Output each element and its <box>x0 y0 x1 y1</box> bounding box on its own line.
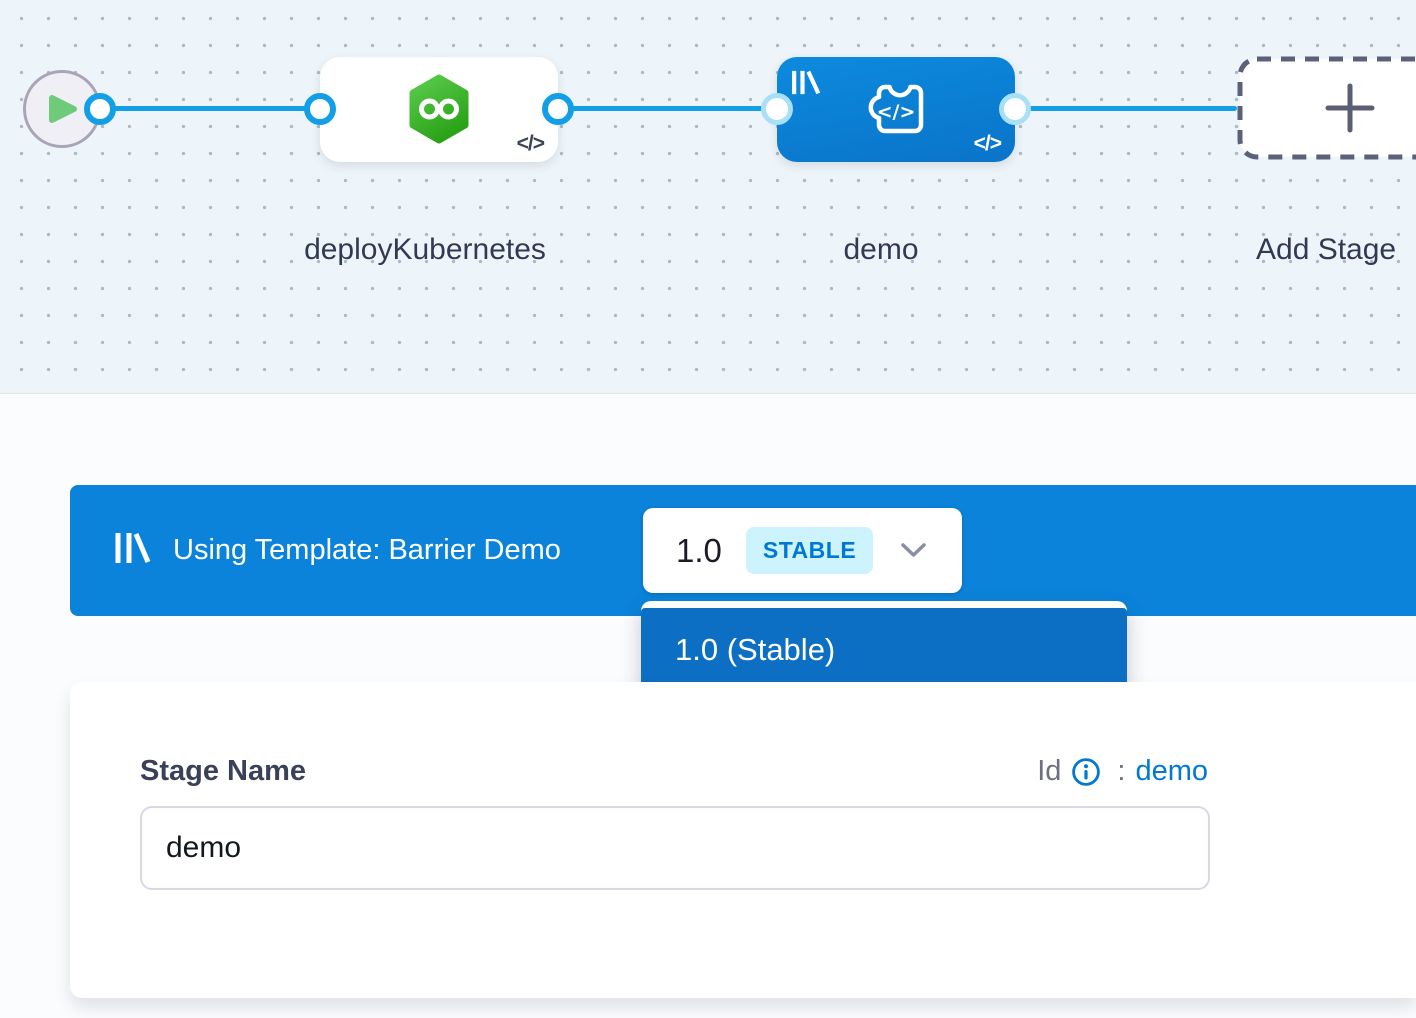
version-number: 1.0 <box>676 531 722 569</box>
stage-node-deploykubernetes[interactable]: </> <box>320 57 558 162</box>
template-version-selector[interactable]: 1.0 STABLE <box>643 508 962 593</box>
stage-id-row: Id : demo <box>1037 755 1208 788</box>
add-stage-label: Add Stage <box>1256 233 1397 266</box>
id-label: Id <box>1037 755 1062 787</box>
connector-port <box>999 93 1031 125</box>
info-icon[interactable] <box>1071 757 1101 787</box>
version-dropdown-menu: 1.0 (Stable) <box>641 601 1127 698</box>
pipeline-canvas[interactable]: </> </> </> <box>0 0 1416 394</box>
stable-badge: STABLE <box>745 527 874 574</box>
yaml-code-icon: </> <box>973 132 1002 155</box>
plus-icon <box>1325 83 1375 133</box>
connector-port <box>761 93 793 125</box>
id-colon: : <box>1117 755 1126 787</box>
connector-line <box>558 106 777 111</box>
template-icon <box>790 69 821 101</box>
connector-line <box>100 106 320 111</box>
stage-id-value: demo <box>1135 755 1208 787</box>
yaml-code-icon: </> <box>516 132 545 155</box>
stage-overview-panel: Stage Name Id : demo <box>70 682 1416 998</box>
custom-stage-icon: </> <box>865 80 927 143</box>
template-library-icon <box>113 530 151 571</box>
connector-port <box>84 93 116 125</box>
using-template-text: Using Template: Barrier Demo <box>173 534 561 566</box>
stage-label: demo <box>843 233 919 266</box>
version-dropdown-item[interactable]: 1.0 (Stable) <box>641 608 1127 691</box>
play-icon <box>49 95 77 123</box>
stage-name-input[interactable] <box>140 806 1210 890</box>
connector-port <box>542 93 574 125</box>
add-stage-button[interactable] <box>1237 56 1416 160</box>
chevron-down-icon <box>900 542 927 559</box>
stage-name-label: Stage Name <box>140 755 307 787</box>
connector-line <box>1015 106 1237 111</box>
connector-port <box>304 93 336 125</box>
stage-label: deployKubernetes <box>304 233 546 266</box>
svg-text:</>: </> <box>877 101 916 123</box>
stage-node-demo[interactable]: </> </> <box>777 57 1015 162</box>
deployment-stage-icon <box>406 74 472 149</box>
